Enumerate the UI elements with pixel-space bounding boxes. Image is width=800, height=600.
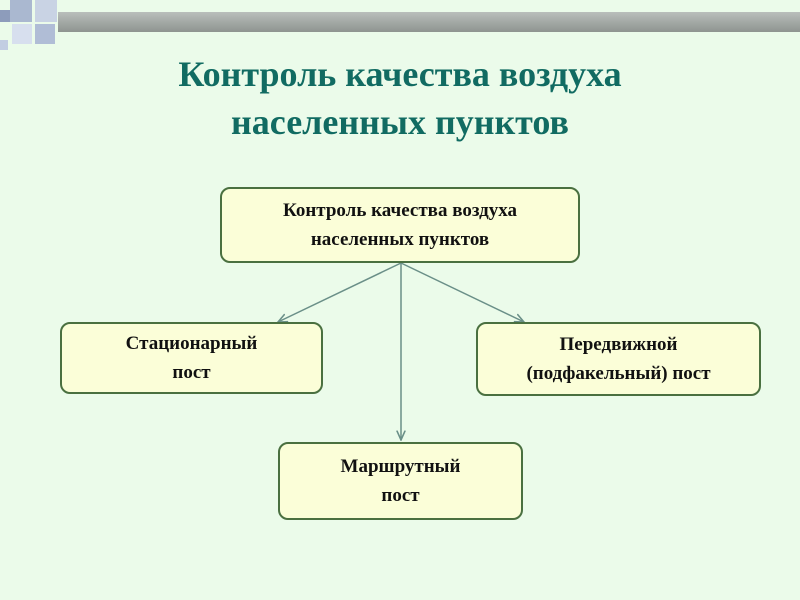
node-label-line: пост: [381, 485, 420, 506]
header-bar: [58, 12, 800, 32]
deco-square: [12, 24, 32, 44]
connector-right: [400, 262, 524, 322]
node-label-line: пост: [172, 362, 211, 383]
node-label-line: Стационарный: [125, 333, 258, 354]
node-route-post: Маршрутный пост: [278, 442, 523, 520]
deco-square: [0, 10, 10, 22]
node-label-line: Передвижной: [559, 334, 678, 355]
page-title-line: Контроль качества воздуха: [178, 54, 622, 94]
deco-square: [0, 40, 8, 50]
deco-square: [35, 0, 57, 22]
node-label-line: Контроль качества воздуха: [283, 200, 517, 221]
connector-left: [278, 262, 402, 322]
node-mobile-post: Передвижной (подфакельный) пост: [476, 322, 761, 396]
deco-square: [10, 0, 32, 22]
deco-square: [35, 24, 55, 44]
node-stationary-post: Стационарный пост: [60, 322, 323, 394]
node-label-line: населенных пунктов: [310, 229, 490, 250]
page-title-line: населенных пунктов: [231, 102, 569, 142]
node-label-line: (подфакельный) пост: [526, 363, 711, 384]
diagram-root-node: Контроль качества воздуха населенных пун…: [220, 187, 580, 263]
page-title: Контроль качества воздуха населенных пун…: [0, 50, 800, 146]
node-label-line: Маршрутный: [340, 456, 461, 477]
